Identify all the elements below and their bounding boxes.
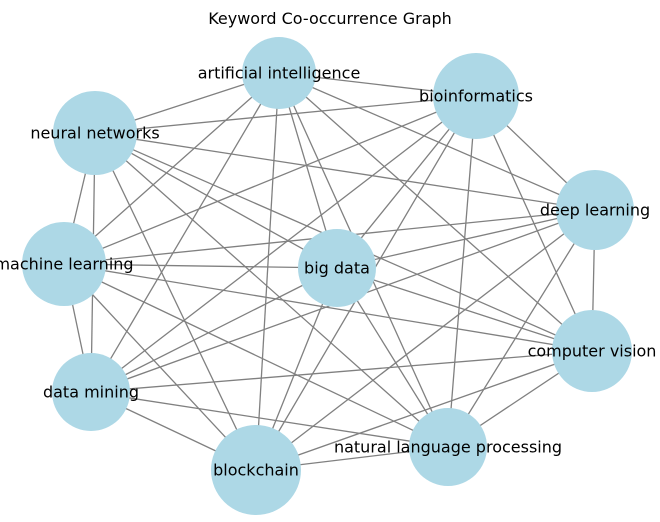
edge-nn-bd [94, 132, 338, 269]
edge-bio-nn [94, 95, 477, 134]
node-label-dl: deep learning [540, 201, 650, 220]
edge-cv-dm [90, 350, 593, 393]
edge-nn-dl [94, 132, 596, 211]
edge-bio-nlp [447, 95, 477, 448]
edge-ai-dl [278, 72, 596, 211]
edge-cv-bc [255, 350, 593, 471]
node-ml [22, 222, 106, 306]
edge-ml-nlp [63, 263, 449, 448]
label-layer: artificial intelligence bioinformatics neu… [0, 64, 656, 480]
edge-bd-dm [90, 267, 338, 393]
edge-bd-cv [336, 267, 593, 352]
edge-ai-bc [255, 72, 280, 471]
node-label-ai: artificial intelligence [198, 64, 361, 83]
edge-bio-ml [63, 95, 477, 265]
graph-title: Keyword Co-occurrence Graph [208, 9, 452, 28]
node-bio [433, 53, 519, 139]
edge-ml-bc [63, 263, 257, 471]
edge-ai-ml [63, 72, 280, 265]
node-label-bd: big data [304, 259, 370, 278]
edge-ai-dm [90, 72, 280, 393]
node-dm [52, 353, 130, 431]
node-dl [556, 170, 634, 250]
node-label-ml: machine learning [0, 255, 134, 274]
node-bd [298, 229, 376, 307]
node-nn [53, 91, 137, 175]
node-label-nn: neural networks [30, 124, 159, 143]
edge-dm-nlp [90, 391, 449, 448]
node-ai [242, 37, 316, 109]
edge-dl-bd [336, 209, 596, 269]
node-layer [22, 37, 634, 515]
node-label-dm: data mining [43, 383, 139, 402]
node-label-cv: computer vision [528, 342, 657, 361]
edge-ml-cv [63, 263, 593, 352]
edge-ai-cv [278, 72, 593, 352]
edge-nn-bc [94, 132, 257, 471]
node-nlp [409, 408, 487, 486]
edge-nn-nlp [94, 132, 449, 448]
edge-bio-dm [90, 95, 477, 393]
edge-ml-bd [63, 263, 338, 269]
node-label-nlp: natural language processing [334, 438, 562, 457]
node-bc [211, 425, 301, 515]
node-cv [552, 310, 632, 392]
node-label-bio: bioinformatics [419, 87, 533, 106]
node-label-bc: blockchain [213, 461, 299, 480]
